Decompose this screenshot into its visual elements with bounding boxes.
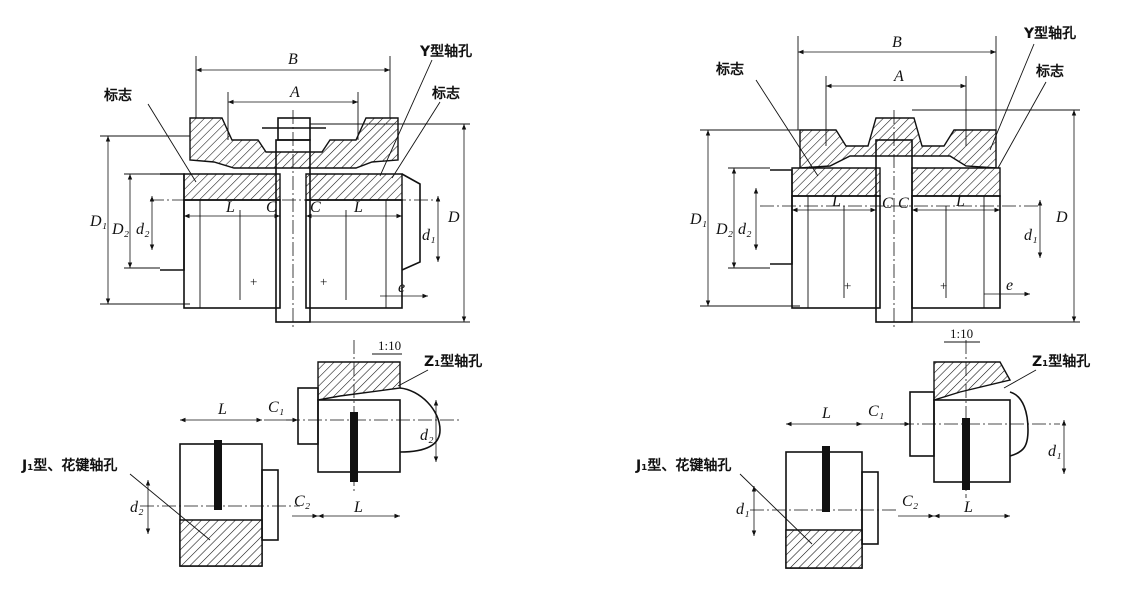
left-z1-dim-C2: C₂ (294, 493, 311, 510)
right-dim-d2: d₂ (738, 221, 752, 238)
right-plus-1: + (844, 278, 851, 293)
right-label-marker-2: 标志 (1035, 63, 1064, 80)
left-label-y-bore: Y型轴孔 (419, 43, 472, 60)
right-label-z1-bore: Z₁型轴孔 (1032, 353, 1090, 370)
left-z1-dim-C1: C₁ (268, 399, 284, 416)
left-hub-left (183, 173, 281, 201)
left-dim-d1: d₁ (422, 227, 436, 244)
left-dim-C2: C (310, 199, 321, 216)
left-hub-right (305, 173, 403, 201)
right-z1-dim-C2: C₂ (902, 493, 919, 510)
left-dim-L1: L (225, 199, 235, 216)
right-taper-label: 1:10 (950, 326, 973, 341)
left-label-z1-bore: Z₁型轴孔 (424, 353, 482, 370)
right-z1-dim-d1: d₁ (1048, 443, 1062, 460)
right-dim-D2: D₂ (715, 221, 734, 238)
right-j1-dim-d1: d₁ (736, 501, 750, 518)
right-z1-dim-L: L (963, 499, 973, 516)
left-dim-e: e (398, 279, 405, 296)
right-label-y-bore: Y型轴孔 (1023, 25, 1076, 42)
right-label-j1-bore: J₁型、花键轴孔 (635, 457, 731, 474)
left-main-view: + + B A L L C C D₁ D₂ d₂ D (89, 43, 472, 330)
right-dim-D: D (1055, 209, 1068, 226)
left-j1-dim-L: L (217, 401, 227, 418)
left-dim-L2: L (353, 199, 363, 216)
left-label-marker-2: 标志 (431, 85, 460, 102)
left-z1-dim-L: L (353, 499, 363, 516)
right-main-view: + + B A L L C C D₁ D₂ d₂ D d₁ e 标志 (689, 25, 1080, 330)
right-j1-detail: L d₁ J₁型、花键轴孔 (635, 405, 896, 569)
right-plus-2: + (940, 278, 947, 293)
left-j1-dim-d2: d₂ (130, 499, 144, 516)
right-dim-L2: L (955, 193, 965, 210)
left-taper-label: 1:10 (378, 338, 401, 353)
left-z1-dim-d2: d₂ (420, 427, 434, 444)
left-plus-2: + (320, 274, 327, 289)
left-sleeve-top (189, 117, 399, 169)
right-dim-e: e (1006, 277, 1013, 294)
right-dim-B: B (892, 34, 902, 51)
right-z1-dim-C1: C₁ (868, 403, 884, 420)
left-dim-D2: D₂ (111, 221, 130, 238)
right-dim-C2: C (898, 195, 909, 212)
left-z1-detail: 1:10 Z₁型轴孔 d₂ L C₂ C₁ (264, 338, 482, 519)
left-dim-A: A (289, 84, 300, 101)
right-dim-L1: L (831, 193, 841, 210)
right-dim-D1: D₁ (689, 211, 707, 228)
right-j1-dim-L: L (821, 405, 831, 422)
right-label-marker-1: 标志 (715, 61, 744, 78)
left-dim-C1: C (266, 199, 277, 216)
left-plus-1: + (250, 274, 257, 289)
left-dim-D1: D₁ (89, 213, 107, 230)
left-top-bolt (277, 117, 311, 141)
left-j1-detail: L d₂ J₁型、花键轴孔 (21, 401, 300, 567)
left-label-marker-1: 标志 (103, 87, 132, 104)
right-dim-C1: C (882, 195, 893, 212)
left-dim-d2: d₂ (136, 221, 150, 238)
right-dim-d1: d₁ (1024, 227, 1038, 244)
right-z1-detail: 1:10 Z₁型轴孔 d₁ L C₂ C₁ (858, 326, 1090, 519)
right-dim-A: A (893, 68, 904, 85)
left-label-j1-bore: J₁型、花键轴孔 (21, 457, 117, 474)
left-dim-D: D (447, 209, 460, 226)
left-dim-B: B (288, 51, 298, 68)
